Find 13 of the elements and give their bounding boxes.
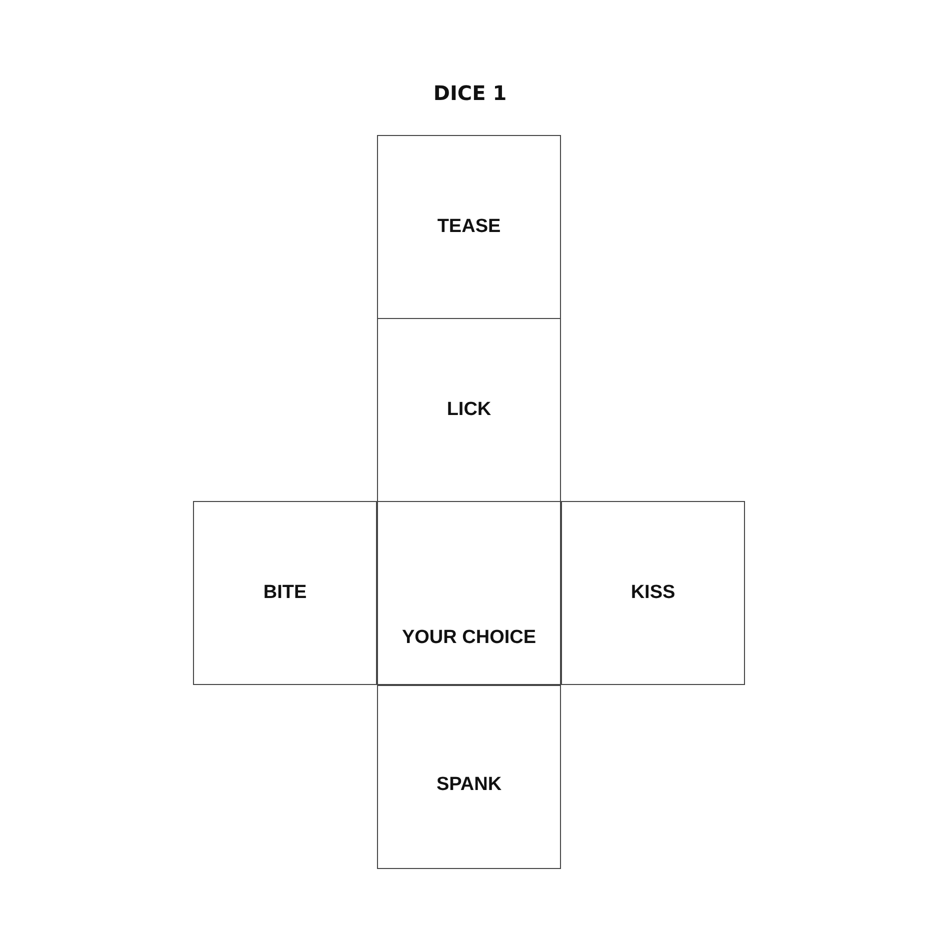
dice-face [193,501,377,685]
dice-face [377,685,561,869]
face-label: BITE [262,581,308,605]
face-label: LICK [446,398,492,422]
dice-face [377,318,561,502]
face-label: TEASE [436,215,502,239]
diagram-title: DICE 1 [432,80,508,106]
face-label: YOUR CHOICE [400,626,538,650]
dice-face [377,501,561,685]
face-label: KISS [630,581,676,605]
face-label: SPANK [435,773,503,797]
dice-face [377,135,561,319]
dice-face [561,501,745,685]
